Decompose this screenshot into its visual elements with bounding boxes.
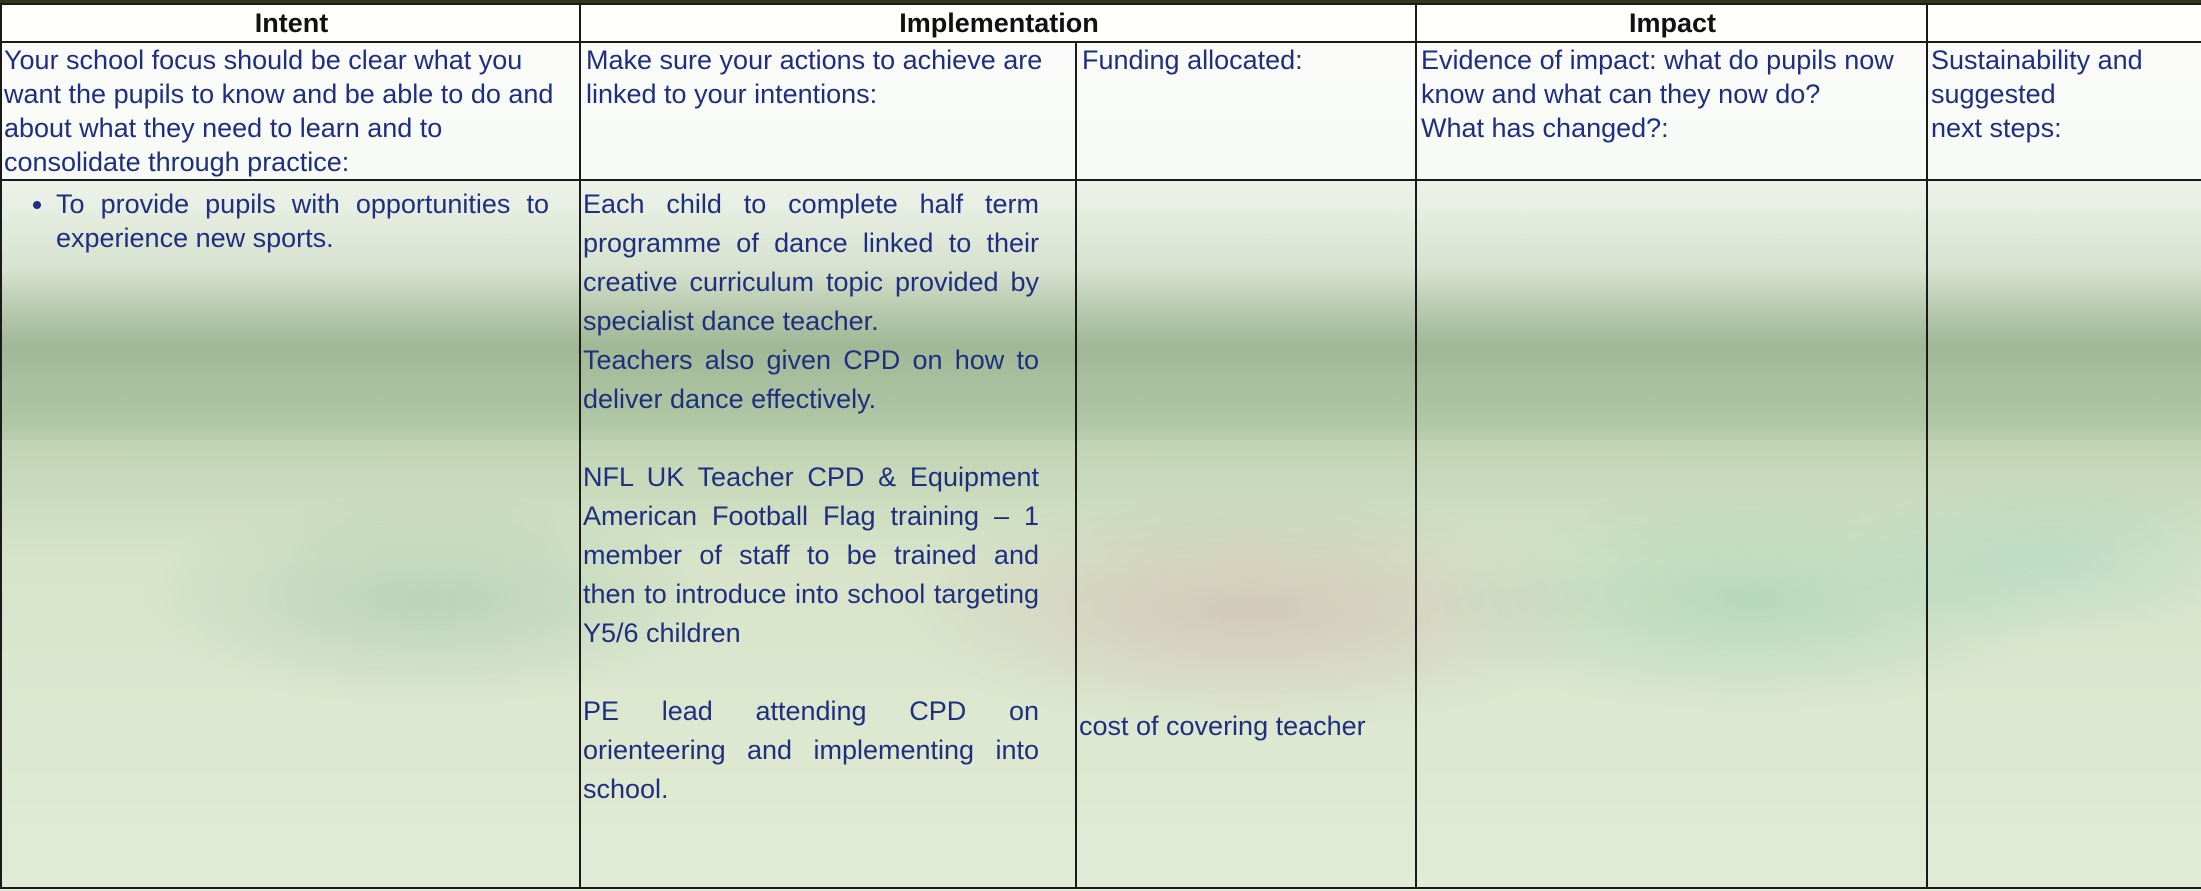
evidence-cell xyxy=(1415,179,1928,889)
next-steps-label: next steps: xyxy=(1931,113,2062,143)
header-intent: Intent xyxy=(0,3,581,43)
action-nfl-training: NFL UK Teacher CPD & Equipment American … xyxy=(583,462,1039,648)
action-dance-programme: Each child to complete half term program… xyxy=(583,189,1039,336)
header-impact: Impact xyxy=(1415,3,1928,43)
evidence-question: Evidence of impact: what do pupils now k… xyxy=(1421,45,1894,109)
subheader-actions: Make sure your actions to achieve are li… xyxy=(579,41,1077,181)
header-row: Intent Implementation Impact xyxy=(0,3,2201,43)
content-row: To provide pupils with opportunities to … xyxy=(0,179,2201,889)
funding-cell: cost of covering teacher xyxy=(1075,179,1417,889)
action-plan-table: Intent Implementation Impact Your school… xyxy=(0,3,2201,889)
intent-bullet-item: To provide pupils with opportunities to … xyxy=(56,187,579,255)
subheader-evidence: Evidence of impact: what do pupils now k… xyxy=(1415,41,1928,181)
intent-cell: To provide pupils with opportunities to … xyxy=(0,179,581,889)
subheader-funding: Funding allocated: xyxy=(1075,41,1417,181)
funding-note: cost of covering teacher xyxy=(1079,711,1366,741)
top-border xyxy=(0,0,2201,3)
sustainability-label: Sustainability and suggested xyxy=(1931,45,2143,109)
header-extra xyxy=(1926,3,2201,43)
subheader-row: Your school focus should be clear what y… xyxy=(0,41,2201,181)
subheader-sustainability: Sustainability and suggested next steps: xyxy=(1926,41,2201,181)
evidence-what-changed: What has changed?: xyxy=(1421,113,1669,143)
actions-cell: Each child to complete half term program… xyxy=(579,179,1077,889)
header-implementation: Implementation xyxy=(579,3,1417,43)
subheader-intent: Your school focus should be clear what y… xyxy=(0,41,581,181)
action-dance-cpd: Teachers also given CPD on how to delive… xyxy=(583,345,1039,414)
intent-list: To provide pupils with opportunities to … xyxy=(4,187,579,255)
sustainability-cell xyxy=(1926,179,2201,889)
action-orienteering-cpd: PE lead attending CPD on orienteering an… xyxy=(583,696,1039,804)
